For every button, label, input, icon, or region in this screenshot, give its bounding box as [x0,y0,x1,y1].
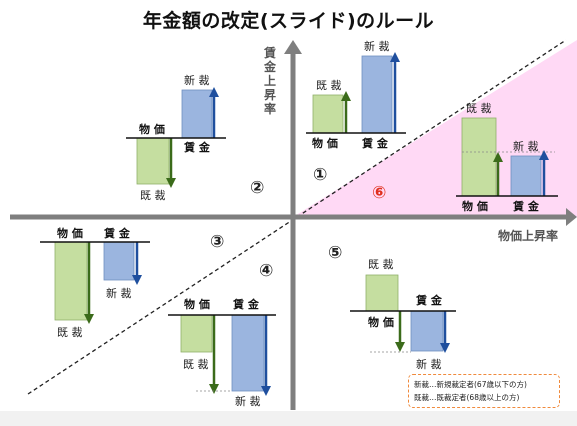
price-label: 物 価 [368,315,394,329]
region-5-number: ⑤ [328,243,342,263]
y-axis-label-char: 金 [263,59,277,74]
case-1-bars: 既 裁 新 裁 物 価 賃 金 [306,39,406,150]
region-4-number: ④ [259,261,273,281]
existing-label: 既 裁 [316,79,342,92]
y-axis-arrowhead [284,40,302,54]
case-3-bars: 物 価 賃 金 新 裁 既 裁 [40,226,150,339]
y-axis-label-char: 上 [264,73,276,88]
y-axis-label-char: 賃 [263,45,276,60]
wage-label: 賃 金 [512,199,540,213]
x-axis-label: 物価上昇率 [498,228,558,243]
price-label: 物 価 [139,122,165,136]
case-5-bars: 既 裁 賃 金 物 価 新 裁 [350,258,456,371]
y-axis-label-char: 昇 [264,88,276,102]
case-2-bars: 新 裁 物 価 賃 金 既 裁 [126,73,226,202]
new-bar [231,314,265,392]
region-3-number: ③ [210,232,224,252]
wage-label: 賃 金 [103,226,131,240]
blue-up-arrow [209,87,219,97]
region-1-number: ① [313,165,327,185]
existing-label: 既 裁 [183,358,209,371]
bottom-band [0,411,577,426]
new-label: 新 裁 [513,139,539,153]
blue-up-arrow [390,52,400,62]
wage-label: 賃 金 [361,136,389,150]
blue-down-arrow [261,386,271,396]
wage-label: 賃 金 [183,140,211,154]
existing-bar [180,314,213,353]
region-6-number: ⑥ [372,183,386,203]
green-down-arrow [395,342,405,352]
new-bar [410,310,444,352]
y-axis-label-char: 率 [264,101,276,116]
green-down-arrow [84,314,94,324]
legend-box: 新裁…新規裁定者(67歳以下の方) 既裁…既裁定者(68歳以上の方) [408,374,560,408]
page-title: 年金額の改定(スライド)のルール [142,10,435,32]
new-bar [510,155,542,197]
existing-label: 既 裁 [140,189,166,202]
price-label: 物 価 [462,199,488,213]
case-4-bars: 物 価 賃 金 既 裁 新 裁 [168,297,276,408]
price-label: 物 価 [57,226,83,240]
case-6-bars: 既 裁 新 裁 物 価 賃 金 [456,102,558,213]
new-bar [361,55,393,134]
blue-down-arrow [132,275,142,285]
existing-bar [312,94,344,134]
new-bar [181,89,213,139]
new-bar [103,241,135,281]
price-label: 物 価 [184,297,210,311]
legend-line-existing: 既裁…既裁定者(68歳以上の方) [414,393,520,402]
green-down-arrow [166,178,176,188]
region-2-number: ② [250,178,264,198]
new-label: 新 裁 [106,286,132,300]
green-down-arrow [209,384,219,394]
existing-bar [54,241,88,321]
existing-label: 既 裁 [368,258,394,271]
new-label: 新 裁 [184,73,210,87]
legend-line-new: 新裁…新規裁定者(67歳以下の方) [414,380,527,389]
existing-bar [136,137,170,185]
x-axis-arrowhead [566,208,577,226]
green-up-arrow [341,91,351,101]
new-label: 新 裁 [364,39,390,53]
existing-bar [461,117,497,197]
price-label: 物 価 [312,136,338,150]
existing-label: 既 裁 [466,102,492,115]
new-label: 新 裁 [416,357,442,371]
blue-up-arrow [539,150,549,160]
blue-down-arrow [440,343,450,353]
existing-label: 既 裁 [57,326,83,339]
existing-bar [365,274,399,312]
new-label: 新 裁 [235,394,261,408]
wage-label: 賃 金 [415,293,443,307]
wage-label: 賃 金 [232,297,260,311]
green-up-arrow [493,152,503,162]
